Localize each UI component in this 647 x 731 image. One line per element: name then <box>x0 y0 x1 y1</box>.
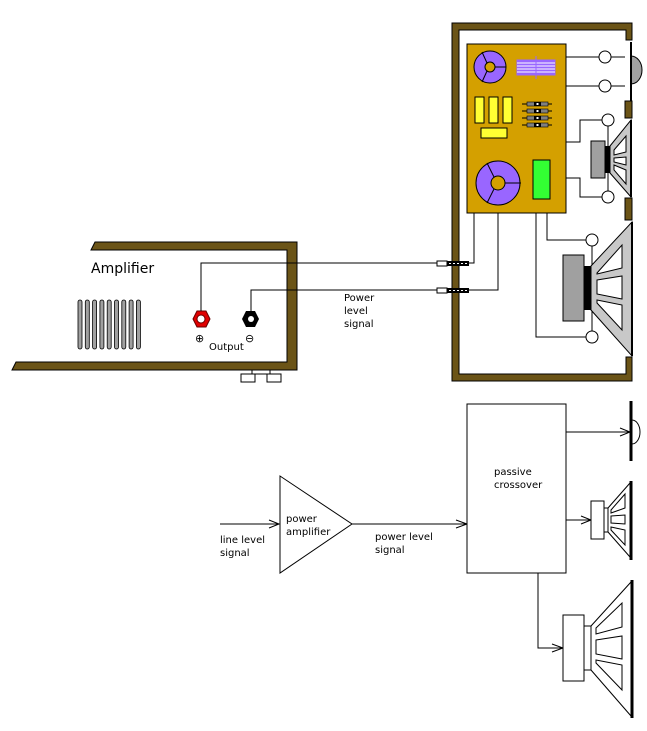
vent-slot <box>121 299 127 350</box>
tweeter-symbol <box>629 401 641 461</box>
power-amplifier-label: power amplifier <box>286 514 331 538</box>
input-arrow <box>220 519 281 529</box>
vent-slot <box>135 299 141 350</box>
midrange-symbol <box>590 481 633 560</box>
small-inductor <box>473 50 507 84</box>
woofer <box>562 220 633 358</box>
negative-wire <box>250 289 440 311</box>
woofer-wiring <box>535 213 599 344</box>
amplifier-chassis <box>11 241 298 371</box>
crossover-to-midrange-arrow <box>566 515 593 525</box>
board-input-wire-1 <box>469 213 475 264</box>
board-input-wire-2 <box>469 213 499 291</box>
amp-to-crossover-arrow <box>352 519 469 529</box>
vent-slot <box>128 299 134 350</box>
output-label: Output <box>209 342 244 353</box>
passive-crossover-block <box>466 403 567 574</box>
resistor <box>522 115 552 121</box>
vent-slot <box>106 299 112 350</box>
power-amplifier-block <box>279 475 353 574</box>
crossover-to-woofer-arrow <box>537 573 565 653</box>
vent-slot <box>99 299 105 350</box>
resistor <box>522 108 552 114</box>
resistors <box>522 101 552 128</box>
minus-symbol: ⊖ <box>245 332 254 345</box>
passive-crossover-label: passive crossover <box>494 467 543 491</box>
amplifier-foot <box>240 369 282 383</box>
vent-slot <box>114 299 119 350</box>
midrange-speaker <box>590 118 632 199</box>
cabinet-connector-1 <box>436 260 469 267</box>
vent-slot <box>92 299 97 350</box>
power-signal-label: power level signal <box>375 532 436 556</box>
amplifier-label: Amplifier <box>91 261 154 277</box>
capacitors <box>474 96 513 139</box>
plus-symbol: ⊕ <box>195 332 204 345</box>
speaker-cabinet <box>451 22 633 382</box>
tweeter <box>630 42 643 101</box>
tweeter-wiring <box>566 50 625 93</box>
vent-slot <box>84 299 90 350</box>
positive-wire <box>200 262 440 311</box>
crossover-to-tweeter-arrow <box>566 427 632 437</box>
positive-terminal <box>192 310 211 328</box>
cable-label: Power level signal <box>344 293 377 330</box>
green-component <box>532 159 551 200</box>
cabinet-connector-2 <box>436 287 469 294</box>
air-core-coil <box>516 56 556 79</box>
woofer-symbol <box>562 580 634 718</box>
negative-terminal <box>242 311 259 327</box>
large-inductor <box>475 160 521 206</box>
amplifier-vents <box>77 299 141 350</box>
resistor <box>522 101 552 107</box>
resistor <box>522 122 552 128</box>
input-signal-label: line level signal <box>220 535 268 559</box>
vent-slot <box>77 299 83 350</box>
